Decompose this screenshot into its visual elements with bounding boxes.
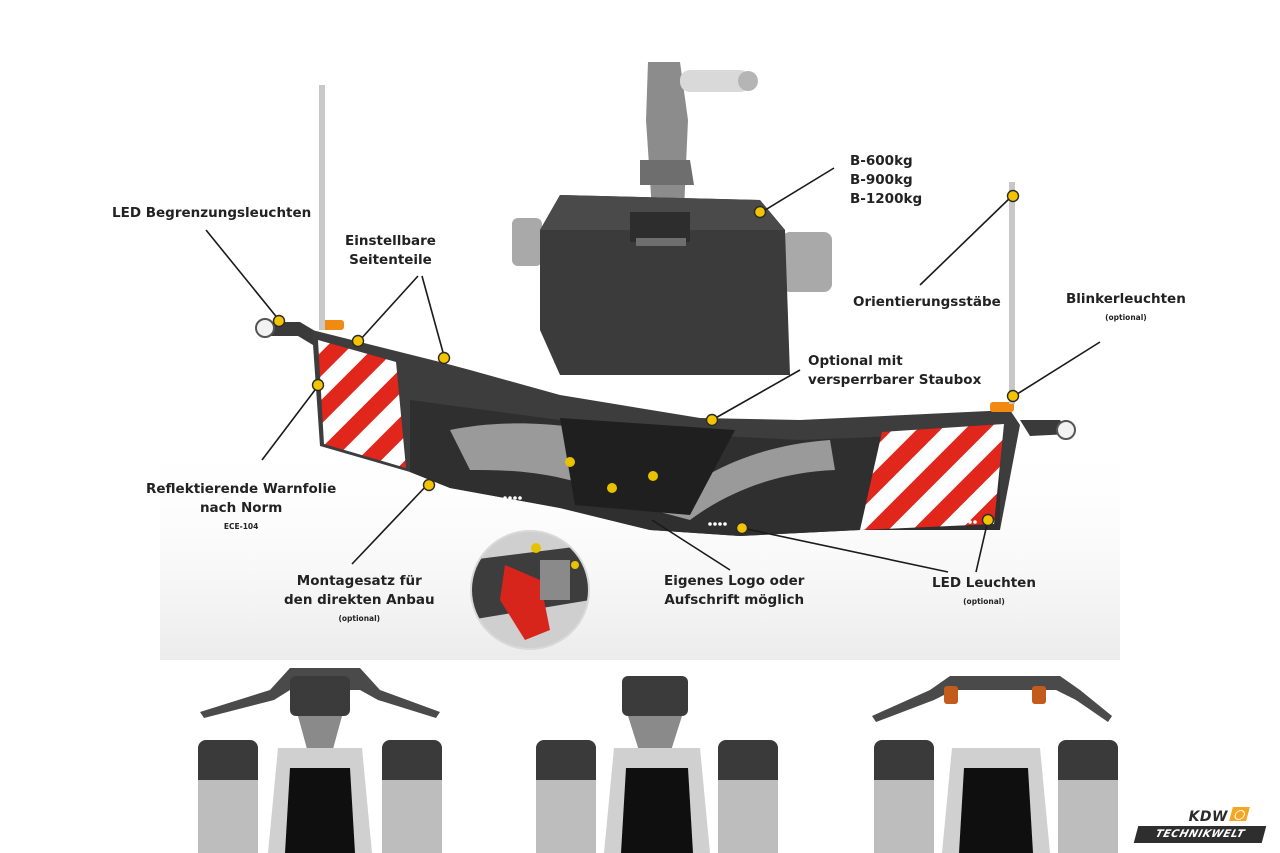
tractor-view-2 — [536, 676, 778, 853]
callout-dots — [272, 189, 1020, 535]
brand-top: KDW — [1188, 809, 1228, 825]
ballast-weight — [512, 62, 832, 375]
label-led-begrenzungsleuchten: LED Begrenzungsleuchten — [112, 205, 312, 221]
label-blinkerleuchten: Blinkerleuchten (optional) — [1066, 291, 1186, 322]
kdw-technikwelt-logo: KDW TECHNIKWELT — [1133, 807, 1267, 843]
brand-badge-icon — [1229, 807, 1250, 821]
orientation-rod-right — [1009, 182, 1015, 404]
label-orientierungsstaebe: Orientierungsstäbe — [853, 294, 1001, 310]
label-weights: B-600kg B-900kg B-1200kg — [850, 153, 923, 207]
brand-bottom: TECHNIKWELT — [1133, 826, 1267, 843]
callout-lines — [205, 167, 1101, 573]
label-montagesatz: Montagesatz für den direkten Anbau (opti… — [284, 573, 435, 623]
label-einstellbare-seitenteile: Einstellbare Seitenteile — [345, 233, 436, 268]
label-warnfolie: Reflektierende Warnfolie nach Norm ECE-1… — [146, 481, 337, 531]
label-eigenes-logo: Eigenes Logo oder Aufschrift möglich — [664, 573, 805, 608]
label-staubox: Optional mit versperrbarer Staubox — [808, 353, 982, 388]
mounting-detail-inset — [470, 530, 590, 650]
tractor-view-1 — [198, 668, 442, 853]
bumper — [255, 318, 1076, 536]
tractor-view-3 — [872, 676, 1118, 853]
label-led-leuchten: LED Leuchten (optional) — [932, 575, 1036, 606]
orientation-rod-left — [319, 85, 325, 330]
